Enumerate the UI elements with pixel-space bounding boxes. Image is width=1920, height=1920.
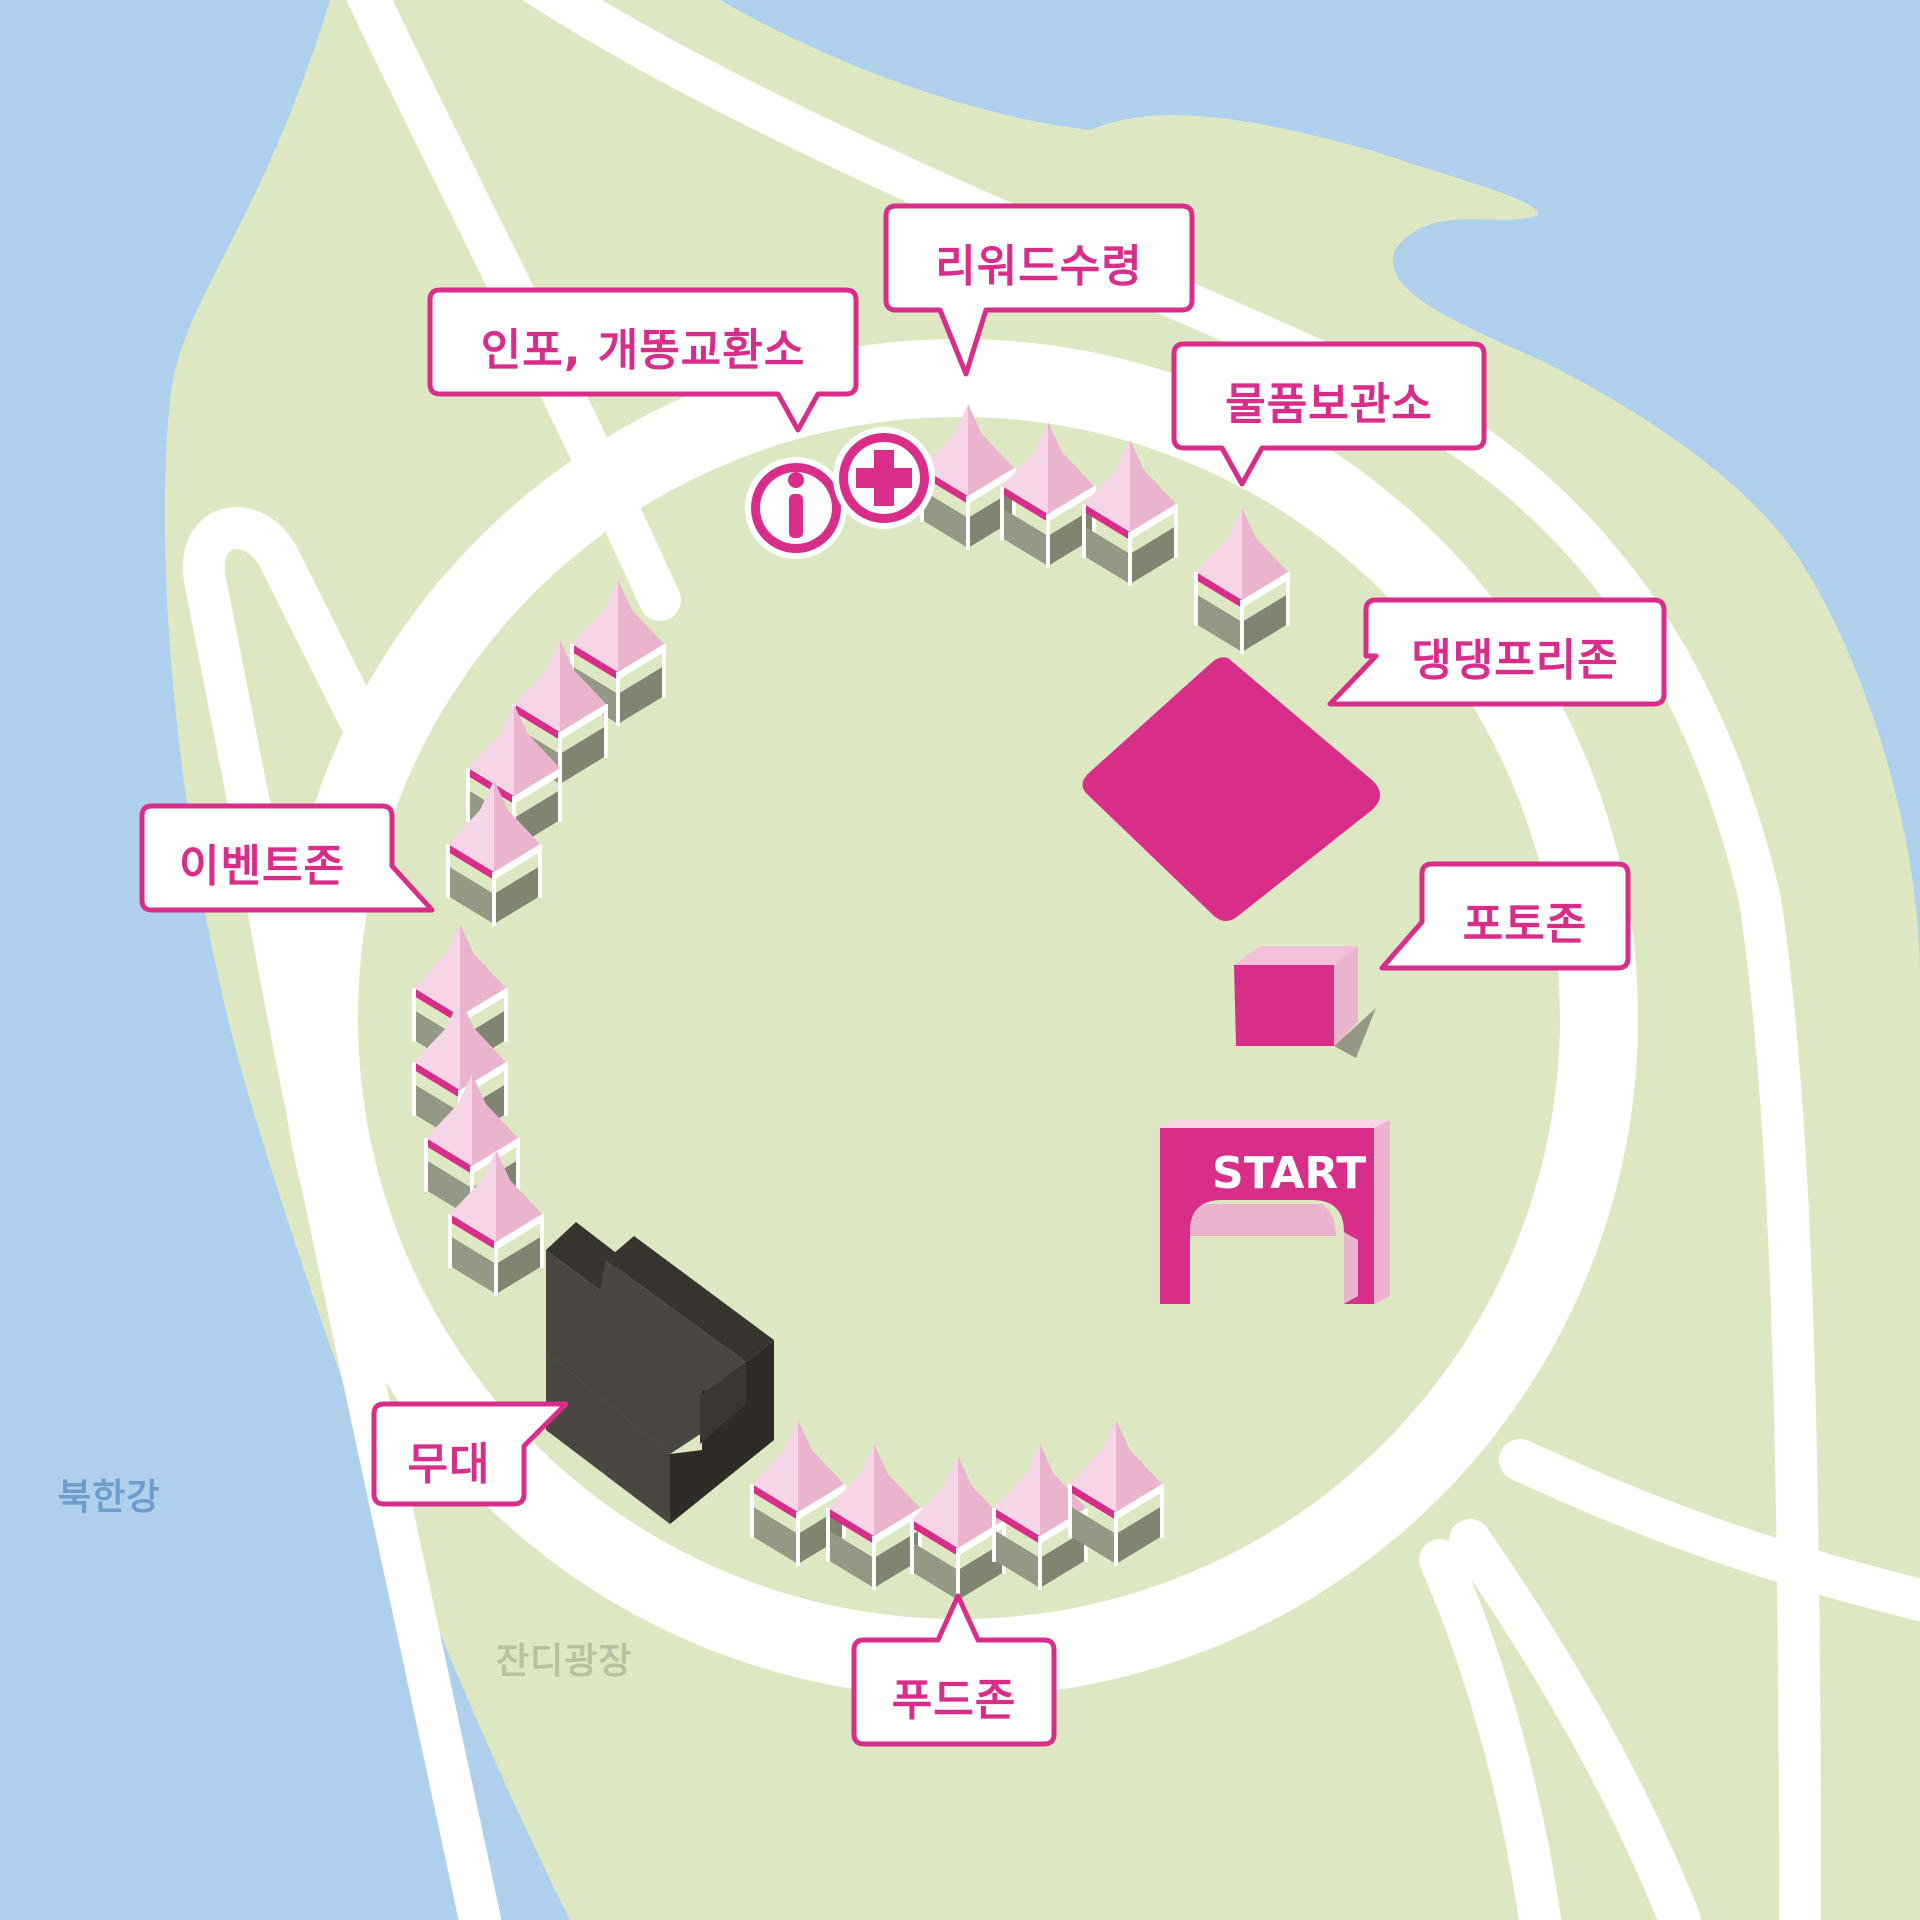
callout-box-reward — [883, 203, 1195, 377]
first-aid-cross-icon[interactable] — [833, 427, 935, 529]
callout-shapes — [139, 203, 1667, 1747]
river-label: 북한강 — [58, 1477, 161, 1518]
road-south — [1449, 1519, 1701, 1920]
callout-photo[interactable]: 포토존 — [1462, 899, 1588, 950]
callout-info[interactable]: 인포, 개똥교환소 — [480, 325, 806, 376]
main-stage-building[interactable] — [546, 1222, 774, 1524]
callout-box-photo — [1379, 861, 1631, 971]
info-icon[interactable] — [745, 457, 847, 559]
callout-dog-free[interactable]: 댕댕프리존 — [1411, 635, 1619, 686]
callout-box-storage — [1171, 341, 1487, 487]
callout-box-dog-free — [1327, 597, 1667, 707]
photo-zone-booth[interactable] — [1234, 946, 1376, 1058]
callout-food[interactable]: 푸드존 — [891, 1675, 1017, 1726]
callout-box-info — [427, 287, 859, 433]
road-diagonal-east — [522, 0, 1821, 1920]
callout-box-food — [851, 1593, 1057, 1747]
start-gate[interactable] — [1160, 1120, 1390, 1304]
callout-event[interactable]: 이벤트존 — [179, 841, 345, 892]
start-gate-label: START — [1212, 1148, 1367, 1199]
callout-reward[interactable]: 리워드수령 — [935, 241, 1143, 292]
callout-box-stage — [371, 1401, 569, 1507]
callout-storage[interactable]: 물품보관소 — [1225, 379, 1433, 430]
callout-box-event — [139, 803, 435, 913]
lawn-plaza-label: 잔디광장 — [496, 1641, 633, 1682]
dog-free-zone-area[interactable] — [1082, 657, 1380, 921]
road-south-inner — [1419, 1539, 1561, 1920]
callout-stage[interactable]: 무대 — [407, 1439, 491, 1490]
road-southeast — [1499, 1439, 1920, 1621]
